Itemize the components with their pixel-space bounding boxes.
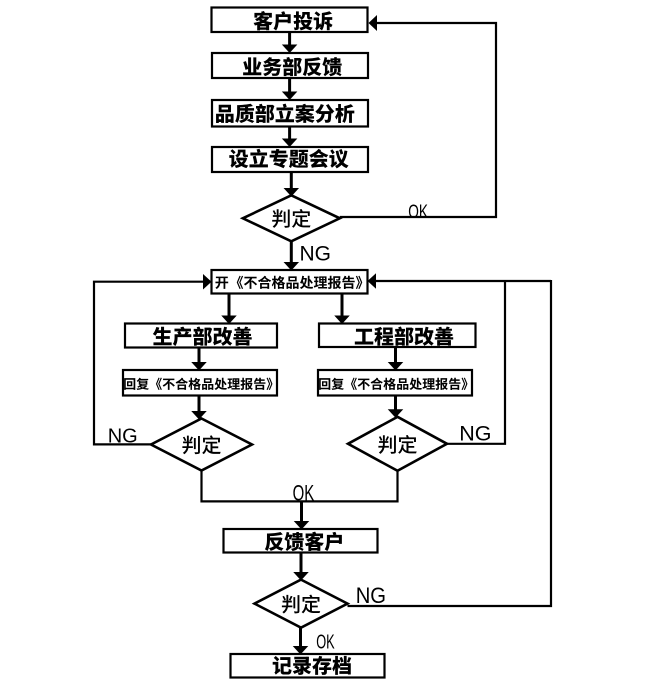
svg-text:NG: NG xyxy=(356,584,386,608)
svg-text:OK: OK xyxy=(293,481,315,506)
svg-text:OK: OK xyxy=(408,201,428,223)
svg-text:NG: NG xyxy=(300,243,332,266)
svg-text:NG: NG xyxy=(459,421,491,445)
svg-text:OK: OK xyxy=(316,631,334,654)
svg-text:NG: NG xyxy=(108,426,138,448)
